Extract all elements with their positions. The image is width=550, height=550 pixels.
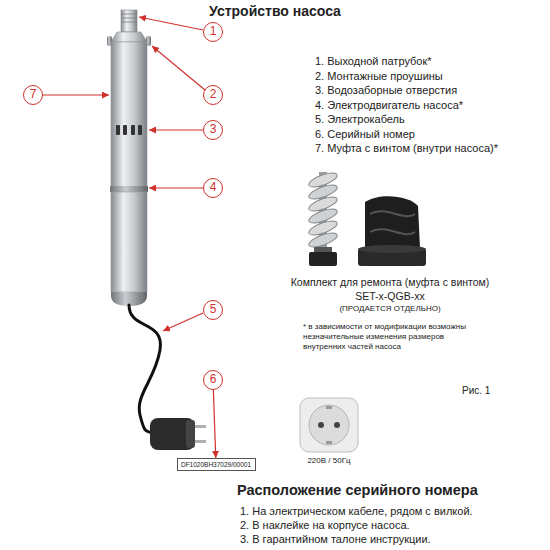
plug-pin <box>195 425 206 428</box>
plug-body <box>150 418 195 450</box>
coupling-twist <box>370 229 415 234</box>
part-list-item: 2. Монтажные проушины <box>315 70 443 82</box>
callout-number: 2 <box>210 88 217 101</box>
socket-symbol <box>300 398 358 452</box>
title: Устройство насоса <box>0 3 550 19</box>
motor-housing <box>111 192 147 292</box>
callout-arrow <box>213 390 215 458</box>
outlet <box>121 10 137 32</box>
part-list-item: 6. Серийный номер <box>315 128 415 140</box>
intake-hole <box>138 125 142 135</box>
note-text: 1. На электрическом кабеле, рядом с вилк… <box>240 505 473 517</box>
serial-tag: DF1020BH37029/00001 <box>177 458 256 471</box>
upper-housing <box>111 42 147 187</box>
leader-lines <box>43 17 205 331</box>
callout-circle: 7 <box>23 85 43 105</box>
screw-flight <box>307 230 339 250</box>
leader-line <box>149 187 203 188</box>
repair-coupling <box>358 196 426 266</box>
leader-line <box>139 17 203 30</box>
leader-line <box>152 46 205 90</box>
plug-symbol <box>150 418 206 450</box>
section-heading: Расположение серийного номера <box>237 482 478 498</box>
socket-well <box>309 405 349 445</box>
socket-hole <box>318 422 324 428</box>
note-text: Рис. 1 <box>462 385 490 396</box>
leader-line <box>149 129 203 130</box>
intake-hole <box>131 125 135 135</box>
note-text: 2. В наклейке на корпусе насоса. <box>240 519 410 531</box>
callout-number: 7 <box>30 88 37 101</box>
earth-clip <box>326 406 332 409</box>
part-list-item: 5. Электрокабель <box>315 113 405 125</box>
intake-hole <box>123 125 127 135</box>
callout-circle: 4 <box>203 178 223 198</box>
housing-band <box>110 186 148 192</box>
thread <box>121 18 137 19</box>
plug-rim <box>186 420 195 448</box>
note-text: 3. В гарантийном талоне инструкции. <box>240 533 431 545</box>
callout-circle: 1 <box>203 22 223 42</box>
plug-pin <box>195 440 206 443</box>
callout-circle: 5 <box>203 300 223 320</box>
callout-number: 3 <box>210 123 217 136</box>
serial-number: DF1020BH37029/00001 <box>181 461 251 468</box>
thread <box>121 22 137 23</box>
socket-plate <box>300 398 358 452</box>
earth-clip <box>326 441 332 444</box>
top-cap <box>111 32 147 42</box>
intake-hole <box>116 125 120 135</box>
note-text: SET-x-QGB-xx <box>280 290 500 302</box>
thread <box>121 14 137 15</box>
leader-line <box>163 313 203 331</box>
leader-line <box>43 94 109 95</box>
screw-base <box>309 252 337 266</box>
part-list-item: 7. Муфта с винтом (внутри насоса)* <box>315 142 498 154</box>
socket-hole <box>334 422 340 428</box>
callout-number: 6 <box>210 373 217 386</box>
power-cable <box>129 305 160 433</box>
note-text: Комплект для ремонта (муфта с винтом) <box>280 276 500 288</box>
part-list-item: 4. Электродвигатель насоса* <box>315 99 463 111</box>
note-text: (ПРОДАЕТСЯ ОТДЕЛЬНО) <box>280 304 500 313</box>
callout-number: 4 <box>210 181 217 194</box>
note-text: * в зависимости от модификации возможны … <box>303 322 479 352</box>
callout-number: 1 <box>210 25 217 38</box>
callout-circle: 2 <box>203 85 223 105</box>
callout-circle: 6 <box>203 370 223 390</box>
callout-circle: 3 <box>203 120 223 140</box>
callout-number: 5 <box>210 303 217 316</box>
pump-body <box>107 10 151 306</box>
coupling-rim <box>358 245 426 253</box>
note-text: 220В / 50Гц <box>289 456 369 465</box>
repair-screw <box>307 170 339 266</box>
coupling-twist <box>370 211 415 216</box>
part-list-item: 3. Водозаборные отверстия <box>315 84 457 96</box>
part-list-item: 1. Выходной патрубок* <box>315 55 432 67</box>
